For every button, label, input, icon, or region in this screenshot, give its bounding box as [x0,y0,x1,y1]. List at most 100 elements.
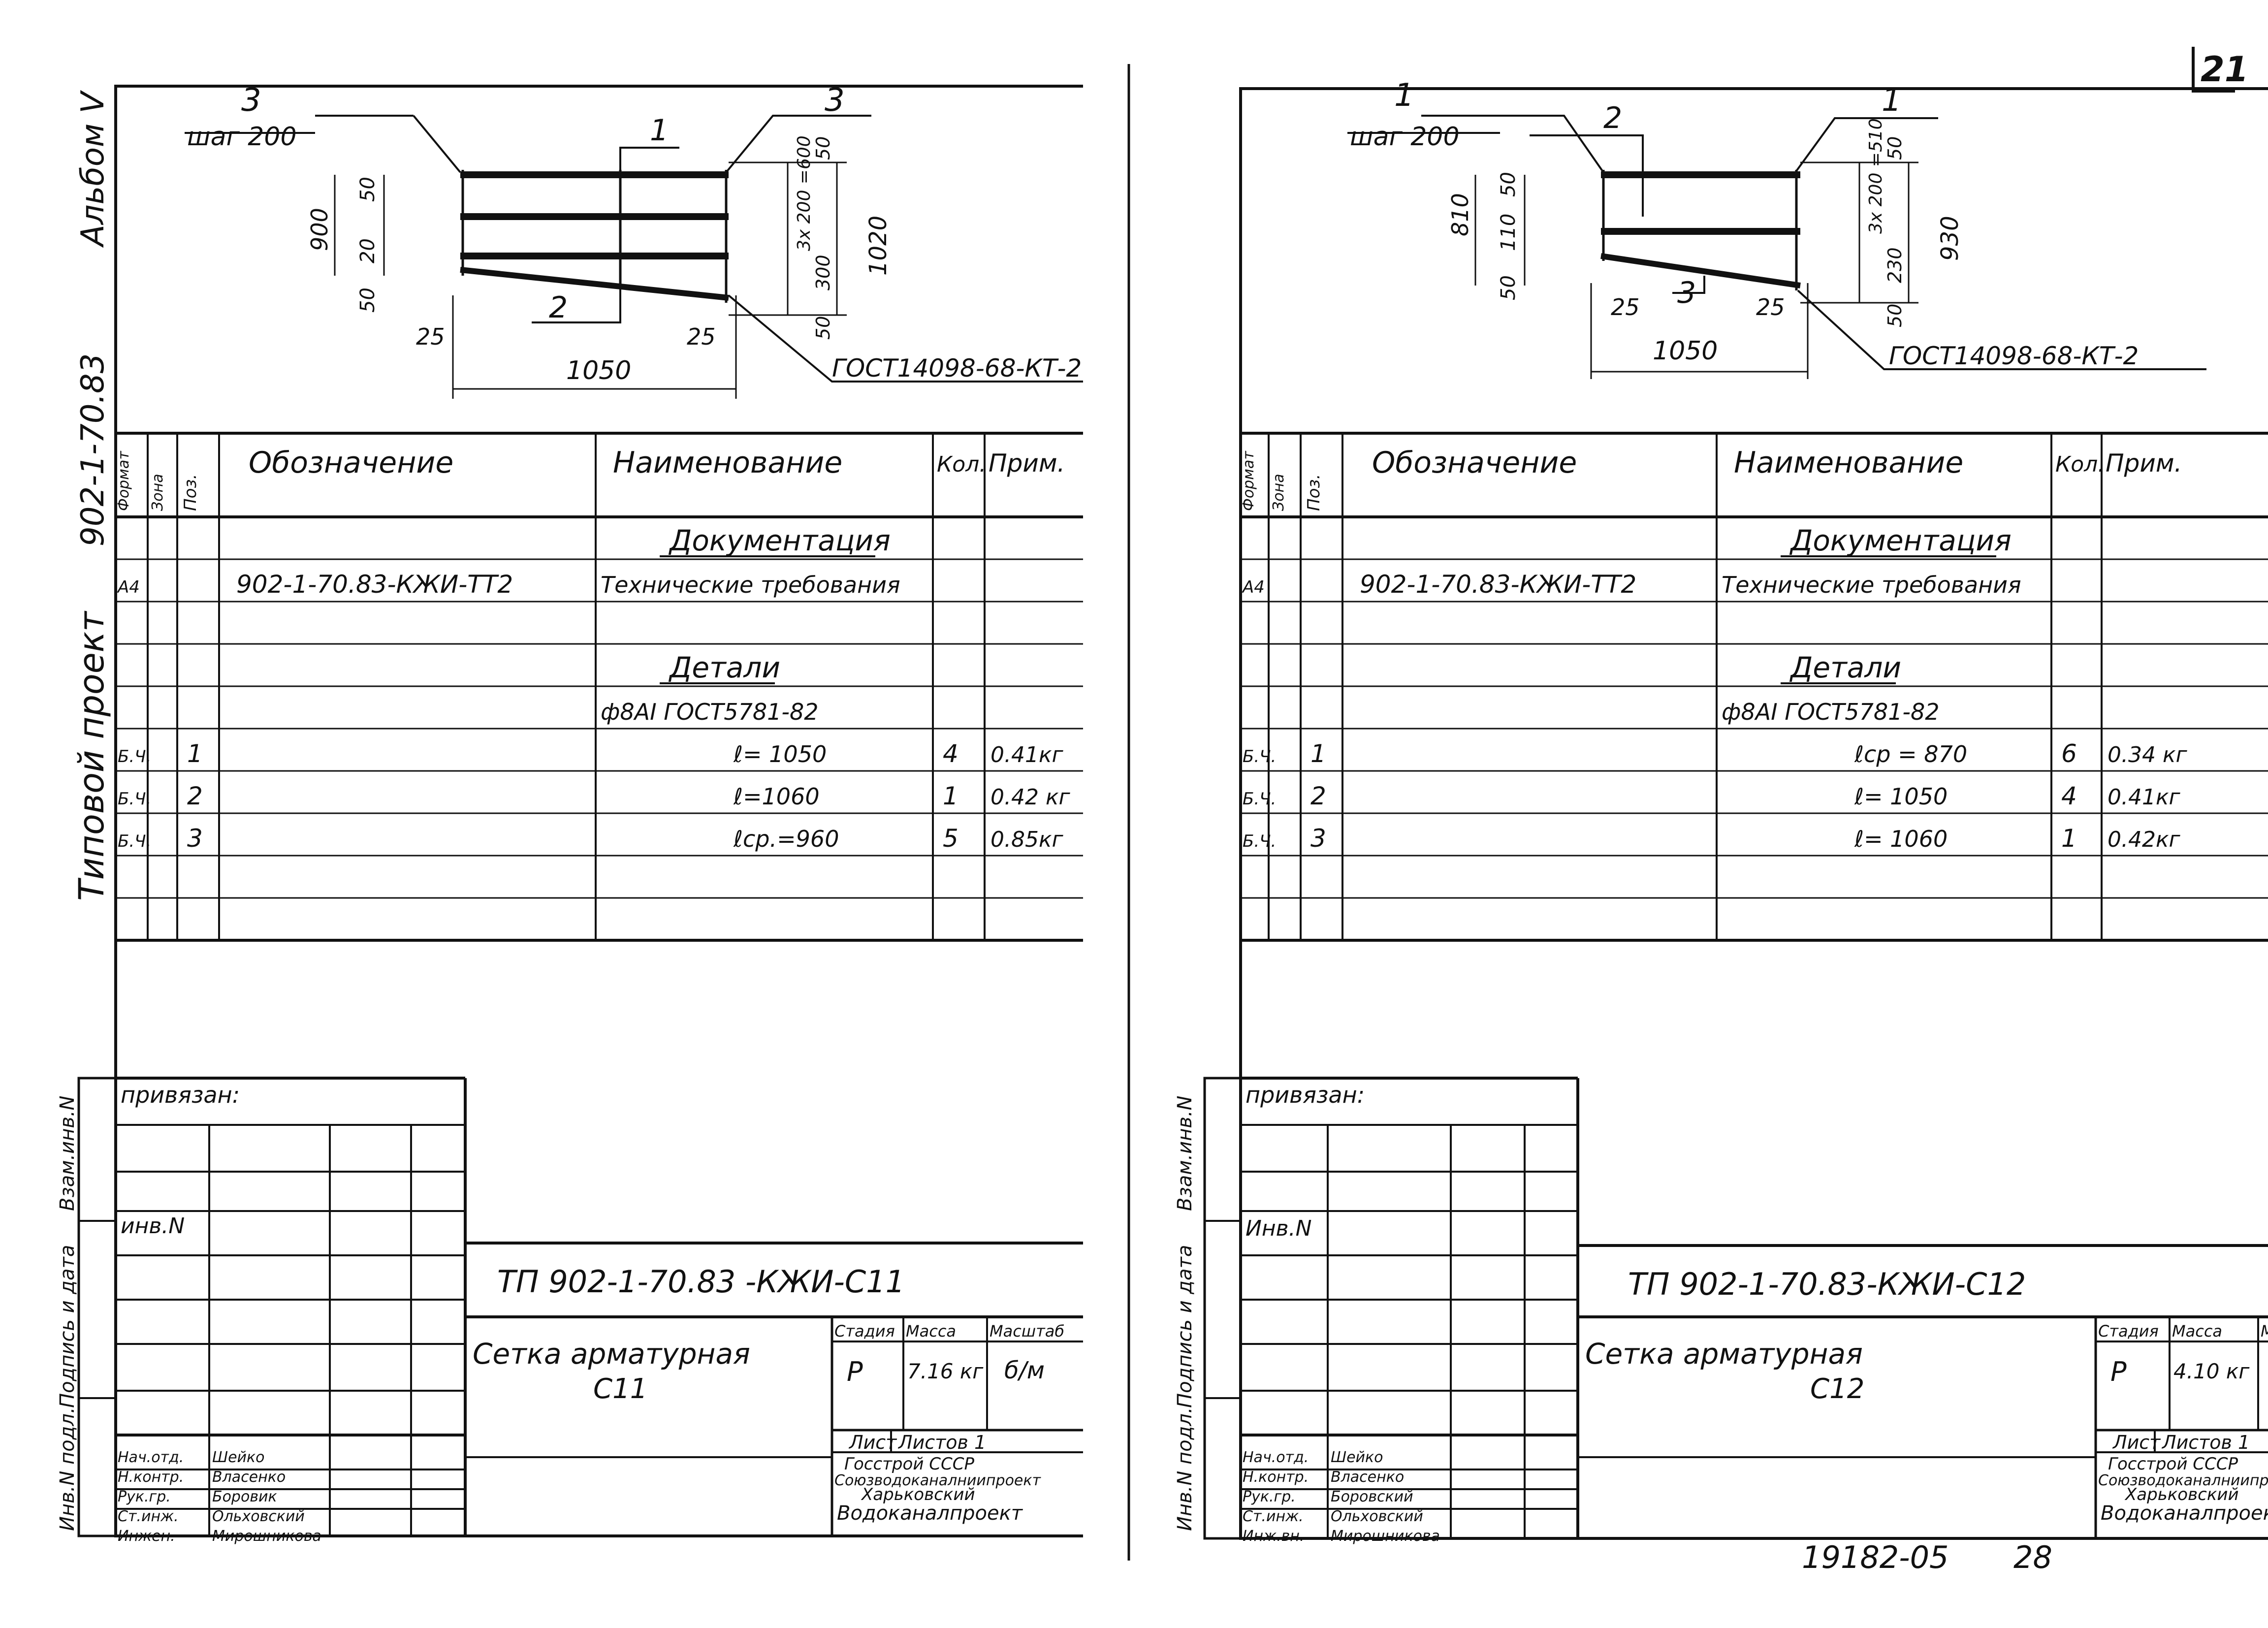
left-dim-2: 20 [356,238,379,263]
role-name: Мирошникова [1331,1528,1440,1545]
sheet-2-mesh-drawing: 1 шаг 200 2 1 810 50 110 50 50 3х 200 =5… [1347,77,2206,379]
margin-vzam-inv-2: Взам.инв.N [1174,1096,1196,1211]
edge-left-dim: 25 [416,323,445,350]
org-line-1: Госстрой СССР [844,1454,974,1474]
archive-suffix: 28 [2013,1539,2052,1575]
privyazan-label: привязан: [121,1082,240,1108]
scale-label: Масштаб [990,1322,1064,1341]
project-code-label: 902-1-70.83 [75,353,111,546]
right-overall-dim: 930 [1936,216,1964,261]
mass-label: Масса [906,1322,956,1341]
spec-row-name: ℓ= 1050 [1854,783,1948,810]
weld-standard: ГОСТ14098-68-КТ-2 [832,354,1082,383]
org-line-3: Харьковский [861,1485,975,1504]
spec-row-name: ℓ= 1050 [733,741,827,767]
margin-podpis-2: Подпись и дата [1174,1245,1196,1408]
sheet-label: Лист [848,1432,897,1453]
sheet-2-title-block: привязан:Инв.NНач.отд.ШейкоН.контр.Власе… [1241,1077,2268,1545]
role-name: Боровик [212,1488,277,1505]
role-name: Мирошникова [212,1528,321,1545]
stage-value: Р [847,1356,863,1387]
title-line-1: Сетка арматурная [473,1337,750,1371]
top-left-pos: 1 [1394,77,1414,114]
title-line-1: Сетка арматурная [1585,1337,1863,1371]
right-dim-3: 50 [812,316,834,340]
spec-row-name: Детали [668,651,780,684]
right-dim-1: 50 [1884,136,1906,160]
header-name: Наименование [613,446,842,480]
spec-row-pos: 2 [1310,782,1326,810]
spec-row-name: ф8АI ГОСТ5781-82 [1722,699,1940,725]
spec-row-format: Б.Ч. [118,789,151,809]
margin-vzam-inv-1: Взам.инв.N [56,1096,79,1211]
header-designation: Обозначение [1372,446,1577,480]
role-name: Ольховский [212,1508,305,1525]
spec-row-name: Детали [1789,651,1901,684]
sheet-1-margin-strip [77,1077,117,1537]
org-line-2: Союзводоканалниипроект [834,1472,1042,1489]
left-overall-dim: 900 [306,208,333,251]
role-label: Ст.инж. [1243,1508,1304,1525]
header-designation: Обозначение [249,446,453,480]
role-label: Рук.гр. [118,1488,171,1505]
spec-row-qty: 1 [943,782,958,810]
header-name: Наименование [1734,446,1963,480]
width-dim: 1050 [1653,336,1718,366]
spec-row-name: Технические требования [601,572,900,598]
left-dim-3: 50 [356,287,379,313]
header-note: Прим. [989,449,1065,478]
role-label: Инж.вн. [1243,1528,1304,1545]
spec-row-name: ℓ= 1060 [1854,826,1948,852]
right-dim-2: 300 [812,255,834,290]
spec-row-pos: 1 [187,739,203,768]
header-note: Прим. [2106,449,2182,478]
sheet-1-mesh-drawing: 3 шаг 200 1 3 900 50 20 50 50 3х 200 =60… [185,82,1083,399]
spec-row-name: Документация [1789,524,2012,557]
page-number: 21 [2201,49,2248,90]
document-code: ТП 902-1-70.83-КЖИ-С12 [1628,1266,2026,1302]
spec-row-qty: 4 [943,739,958,768]
spec-row-note: 0.41кг [2108,785,2181,810]
margin-inv-podl-2: Инв.N подл. [1174,1407,1196,1531]
right-overall-dim: 1020 [864,216,892,276]
role-label: Рук.гр. [1243,1488,1296,1505]
left-dim-1: 50 [356,177,379,202]
spec-row-note: 0.85кг [990,827,1064,852]
spec-row-format: Б.Ч. [118,831,151,851]
title-line-2: С12 [1810,1373,1864,1405]
header-format: Формат [1240,450,1257,511]
header-qty: Кол. [2055,452,2105,477]
right-dim-3: 50 [1884,304,1906,327]
right-spacing: 3х 200 =600 [794,135,814,251]
spec-row-designation: 902-1-70.83-КЖИ-ТТ2 [236,570,513,599]
sheets-label: Листов 1 [2161,1432,2250,1453]
margin-inv-podl-1: Инв.N подл. [56,1407,79,1531]
privyazan-label: привязан: [1246,1082,1365,1108]
sheet-2: 1 шаг 200 2 1 810 50 110 50 50 3х 200 =5… [1203,77,2268,1545]
spec-row-format: Б.Ч. [1243,747,1276,766]
header-pos: Поз. [1304,474,1324,511]
org-line-2: Союзводоканалниипроект [2098,1472,2268,1489]
spec-row-qty: 1 [2061,824,2077,853]
sheet-1: 3 шаг 200 1 3 900 50 20 50 50 3х 200 =60… [77,82,1083,1545]
role-name: Власенко [1331,1468,1404,1486]
role-name: Ольховский [1331,1508,1423,1525]
role-label: Н.контр. [118,1468,184,1486]
top-mid-pos: 2 [1603,101,1622,135]
left-dim-1: 50 [1497,172,1520,197]
top-right-pos: 1 [1882,82,1902,119]
spec-row-designation: 902-1-70.83-КЖИ-ТТ2 [1360,570,1636,599]
header-pos: Поз. [181,474,200,511]
spec-row-note: 0.34 кг [2108,742,2188,767]
spec-row-qty: 5 [943,824,958,853]
scale-value: б/м [1004,1357,1045,1384]
spec-row-format: Б.Ч. [1243,789,1276,809]
mass-value: 4.10 кг [2173,1359,2250,1383]
width-dim: 1050 [566,356,631,385]
inv-label: Инв.N [1246,1216,1312,1241]
sheet-label: Лист [2112,1432,2161,1453]
role-name: Шейко [212,1449,265,1466]
mass-label: Масса [2172,1322,2222,1341]
